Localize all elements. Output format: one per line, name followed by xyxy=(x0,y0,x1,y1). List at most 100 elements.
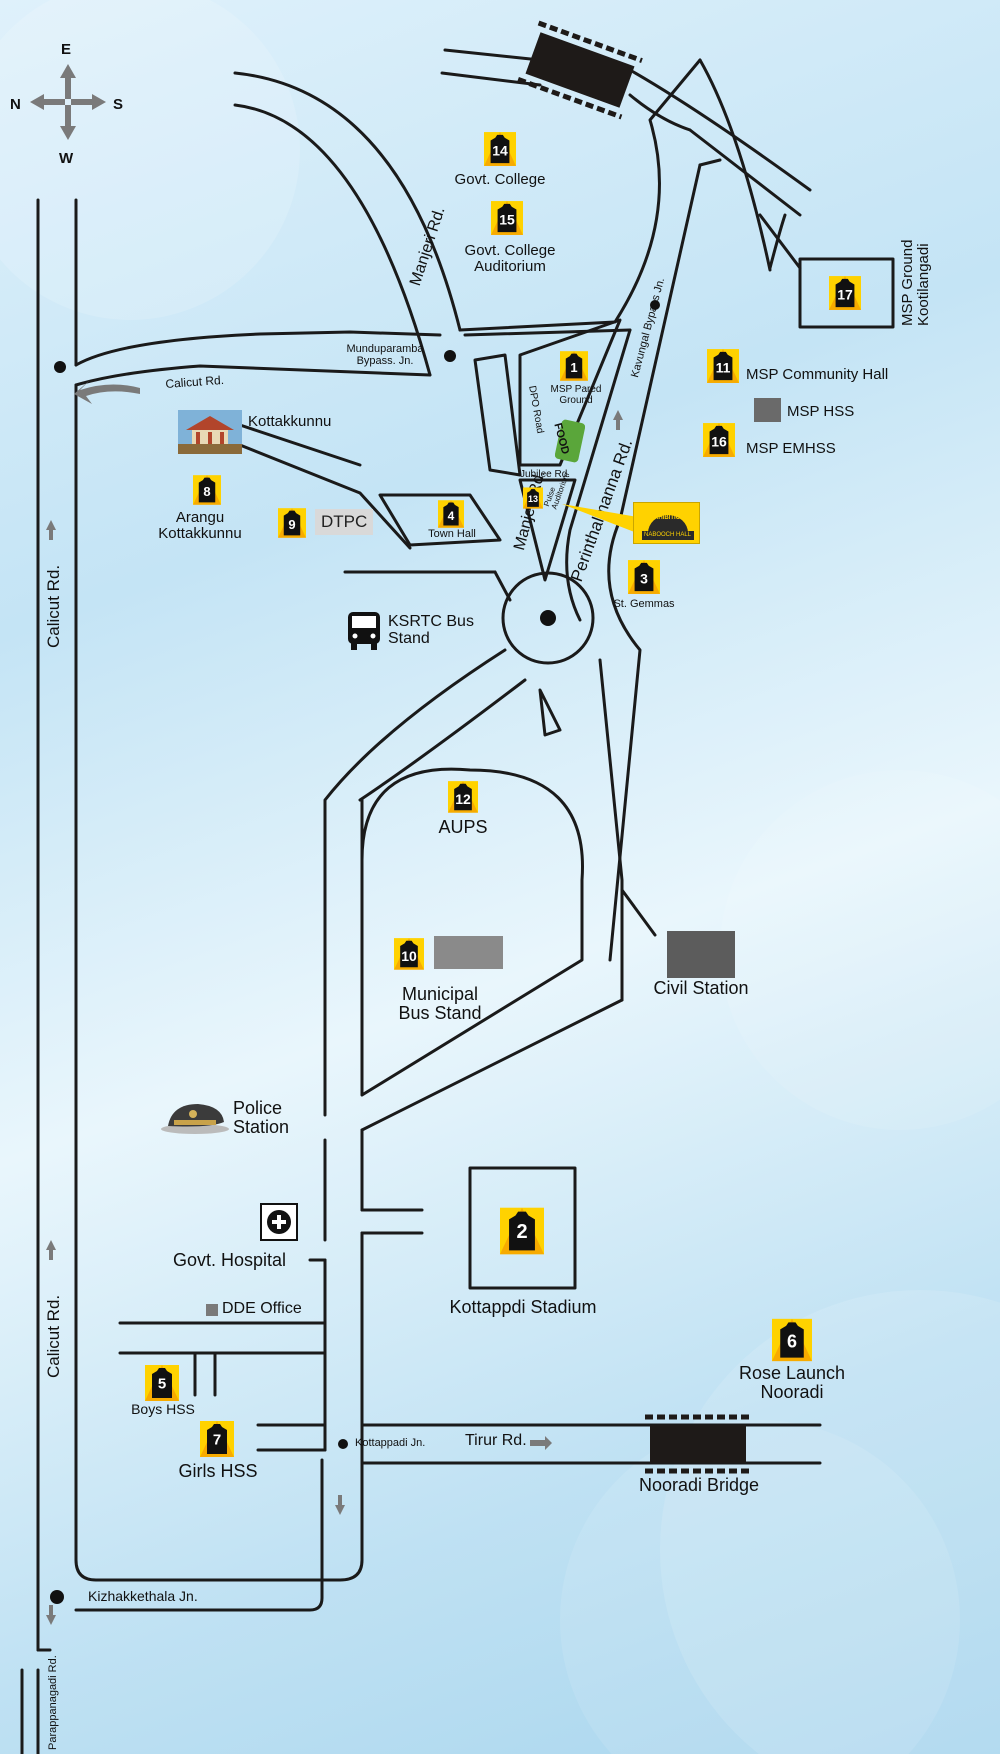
label-tirur-rd: Tirur Rd. xyxy=(465,1432,527,1449)
badge-number: 4 xyxy=(447,508,455,523)
label-girls-hss: Girls HSS xyxy=(178,1461,258,1481)
badge-number: 17 xyxy=(837,286,853,303)
place-badge-10: 10 xyxy=(394,938,424,970)
place-badge-4: 4 xyxy=(438,500,464,528)
label-msp-pared-ground: MSP Pared Ground xyxy=(550,384,602,406)
road-calicut-horizontal xyxy=(74,330,442,367)
municipal-bus-stand-building xyxy=(434,936,503,969)
dde-office-marker xyxy=(206,1304,218,1316)
kottakkunnu-pavilion-icon xyxy=(178,410,242,454)
badge-number: 14 xyxy=(492,142,508,159)
label-msp-emhss: MSP EMHSS xyxy=(746,440,836,457)
badge-number: 1 xyxy=(570,359,578,375)
label-kottappadi-jn: Kottappadi Jn. xyxy=(355,1437,426,1449)
place-badge-15: 15 xyxy=(491,201,523,236)
compass-south: S xyxy=(113,96,124,113)
compass-east: E xyxy=(61,41,72,58)
police-cap-icon xyxy=(161,1104,229,1134)
label-kottappdi-stadium: Kottappdi Stadium xyxy=(449,1297,597,1317)
label-calicut-rd-v2: Calicut Rd. xyxy=(44,1294,63,1378)
stadium-outline xyxy=(468,1166,577,1290)
junction-dot-kavungal xyxy=(650,300,660,310)
label-civil-station: Civil Station xyxy=(653,978,749,998)
label-rose-launch: Rose Launch Nooradi xyxy=(738,1363,846,1402)
label-exhibition: EXHIBITION xyxy=(650,515,685,521)
label-aups: AUPS xyxy=(438,817,488,837)
compass-rose xyxy=(30,64,106,140)
place-badge-8: 8 xyxy=(193,475,221,505)
label-nabooch-hall: NABOOCH HALL xyxy=(643,532,691,538)
junction-dot-roundabout xyxy=(540,610,556,626)
label-kottakkunnu: Kottakkunnu xyxy=(248,413,332,430)
label-msp-community-hall: MSP Community Hall xyxy=(746,366,889,383)
place-badge-7: 7 xyxy=(200,1421,234,1458)
label-msp-ground: MSP Ground Kootilangadi xyxy=(899,239,932,326)
msp-ground-outline xyxy=(798,257,895,329)
badge-number: 2 xyxy=(516,1220,528,1243)
place-badge-6: 6 xyxy=(772,1318,812,1362)
badge-number: 5 xyxy=(157,1376,167,1393)
junction-dot-kizhakkethala xyxy=(50,1590,64,1604)
label-ksrtc: KSRTC Bus Stand xyxy=(388,613,474,647)
place-badge-9: 9 xyxy=(278,508,306,538)
label-boys-hss: Boys HSS xyxy=(131,1401,195,1417)
label-town-hall: Town Hall xyxy=(428,528,476,540)
badge-number: 7 xyxy=(212,1432,222,1449)
road-manjeri-top xyxy=(233,71,462,332)
compass-north: N xyxy=(10,96,21,113)
badge-number: 9 xyxy=(288,516,296,532)
label-msp-hss: MSP HSS xyxy=(787,403,855,420)
label-municipal-bus-stand: Municipal Bus Stand xyxy=(398,984,482,1023)
badge-number: 8 xyxy=(203,483,211,499)
badge-number: 15 xyxy=(499,211,515,228)
place-badge-14: 14 xyxy=(484,132,516,167)
civil-station-building xyxy=(667,931,735,978)
badge-number: 13 xyxy=(527,494,538,505)
bus-icon xyxy=(348,612,380,650)
place-badge-13: 13 xyxy=(523,487,543,509)
exhibition-sign: EXHIBITION NABOOCH HALL xyxy=(633,502,700,544)
label-jubilee-rd: Jubilee Rd. xyxy=(520,469,571,480)
place-badge-12: 12 xyxy=(448,781,478,813)
place-badge-17: 17 xyxy=(829,276,861,311)
label-govt-college-auditorium: Govt. College Auditorium xyxy=(464,242,556,275)
direction-arrows xyxy=(46,380,623,1625)
compass-west: W xyxy=(59,150,74,167)
badge-number: 6 xyxy=(786,1331,797,1351)
label-dtpc: DTPC xyxy=(315,509,374,535)
junction-dot-kottappadi xyxy=(338,1439,348,1449)
road-perinthalmanna xyxy=(607,163,702,962)
place-badge-11: 11 xyxy=(707,349,739,384)
bridge-top xyxy=(517,20,643,120)
msp-hss-building xyxy=(754,398,781,422)
bus-stand-loop xyxy=(360,767,584,1097)
badge-number: 12 xyxy=(455,790,471,807)
badge-number: 3 xyxy=(640,570,648,587)
exhibition-pointer xyxy=(562,504,655,540)
junction-dot-munduparamba xyxy=(444,350,456,362)
place-badge-2: 2 xyxy=(500,1207,544,1255)
badge-number: 11 xyxy=(715,359,731,376)
roundabout xyxy=(501,571,595,665)
badge-number: 16 xyxy=(711,433,727,450)
junction-dot-calicut xyxy=(54,361,66,373)
label-govt-college: Govt. College xyxy=(454,171,546,188)
label-dde-office: DDE Office xyxy=(222,1300,302,1317)
hospital-icon xyxy=(260,1203,298,1241)
label-police-station: Police Station xyxy=(233,1098,290,1137)
label-munduparamba-jn: Munduparamba Bypass. Jn. xyxy=(346,343,424,367)
place-badge-3: 3 xyxy=(628,560,660,595)
label-calicut-rd-v1: Calicut Rd. xyxy=(44,564,63,648)
label-kizhakkethala-jn: Kizhakkethala Jn. xyxy=(88,1588,198,1604)
food-marker xyxy=(555,419,585,463)
label-parappanagadi-rd: Parappanagadi Rd. xyxy=(47,1655,59,1750)
bridge-nooradi xyxy=(645,1414,750,1474)
place-badge-16: 16 xyxy=(703,423,735,458)
label-st-gemmas: St. Gemmas xyxy=(613,598,675,610)
label-govt-hospital: Govt. Hospital xyxy=(173,1250,287,1270)
place-badge-1: 1 xyxy=(560,351,588,381)
label-arangu-kottakkunnu: Arangu Kottakkunnu xyxy=(158,509,242,542)
place-badge-5: 5 xyxy=(145,1365,179,1402)
